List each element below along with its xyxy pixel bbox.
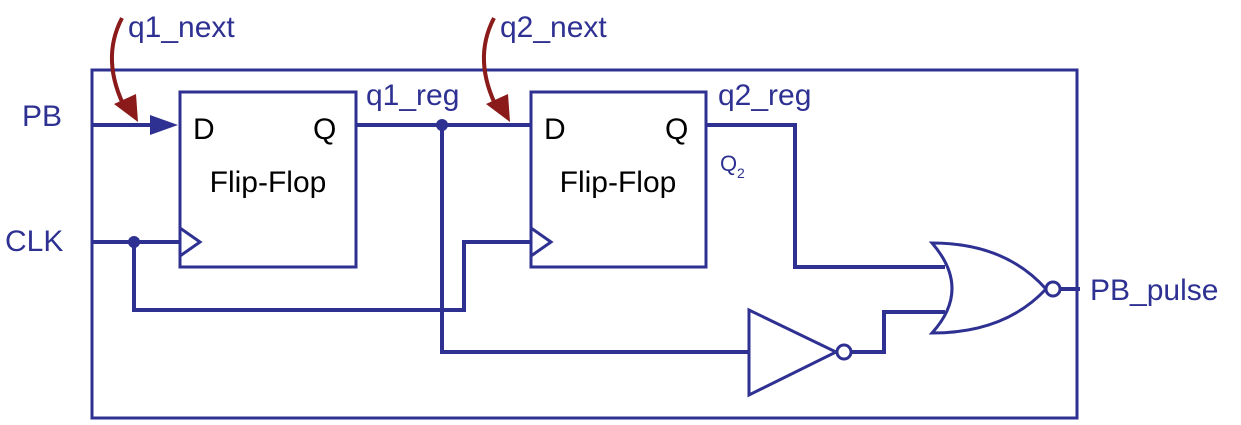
wires bbox=[92, 115, 1080, 354]
q1-next-label: q1_next bbox=[128, 11, 235, 44]
q2-next-pointer bbox=[482, 17, 510, 122]
pb-pulse-label: PB_pulse bbox=[1090, 274, 1218, 307]
flip-flop-1-q-label: Q bbox=[313, 113, 336, 146]
q2-next-pointer-line bbox=[482, 17, 500, 111]
inverter-triangle bbox=[747, 307, 840, 398]
inverter-to-nor-wire bbox=[852, 310, 945, 354]
pb-arrowhead bbox=[150, 115, 178, 135]
flip-flop-1-title: Flip-Flop bbox=[210, 166, 327, 199]
clk-junction-dot bbox=[128, 236, 140, 248]
q1-to-inverter-wire bbox=[440, 125, 749, 354]
clk-to-ff2-wire bbox=[132, 240, 531, 312]
q2-output-label: Q bbox=[720, 151, 737, 176]
q1-next-pointer-head bbox=[114, 94, 138, 122]
q2-output-subscript: 2 bbox=[737, 165, 745, 181]
q1-next-pointer-line bbox=[110, 17, 128, 111]
flip-flop-2: D Q Flip-Flop bbox=[529, 90, 708, 269]
q2-reg-label: q2_reg bbox=[718, 79, 811, 112]
flip-flop-2-title: Flip-Flop bbox=[560, 166, 677, 199]
q1-junction-dot bbox=[436, 119, 448, 131]
module-boundary bbox=[90, 68, 1079, 420]
inverter-gate bbox=[747, 307, 853, 398]
flip-flop-1-box bbox=[178, 90, 358, 269]
q2-reg-wire bbox=[706, 123, 945, 269]
nor-gate bbox=[928, 241, 1062, 335]
nor-gate-bubble bbox=[1044, 280, 1062, 298]
clk-label: CLK bbox=[5, 225, 63, 258]
q2-next-pointer-head bbox=[486, 94, 510, 122]
flip-flop-1-clock-triangle bbox=[179, 226, 203, 258]
q1-next-pointer bbox=[110, 17, 138, 122]
q2-next-label: q2_next bbox=[500, 11, 607, 44]
q1-reg-label: q1_reg bbox=[366, 79, 459, 112]
pb-label: PB bbox=[22, 100, 62, 133]
flip-flop-1-d-label: D bbox=[193, 113, 215, 146]
flip-flop-2-q-label: Q bbox=[665, 113, 688, 146]
nor-gate-body bbox=[928, 241, 1049, 335]
flip-flop-1: D Q Flip-Flop bbox=[178, 90, 358, 269]
flip-flop-2-d-label: D bbox=[544, 113, 566, 146]
flip-flop-2-clock-triangle bbox=[530, 226, 554, 258]
flip-flop-2-box bbox=[529, 90, 708, 269]
inverter-bubble bbox=[835, 343, 853, 361]
